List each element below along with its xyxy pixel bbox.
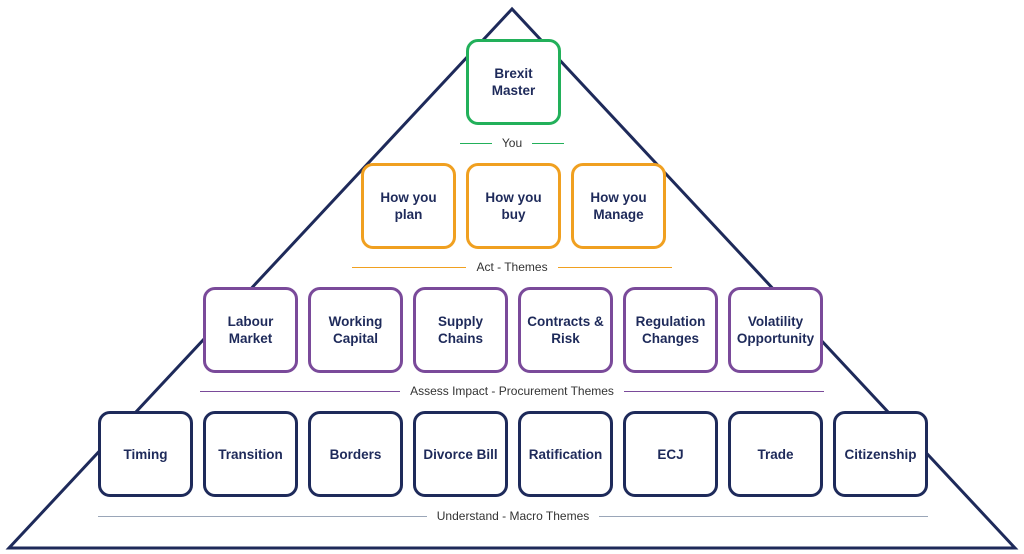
assess-label: Assess Impact - Procurement Themes xyxy=(410,384,614,398)
working-capital-box: Working Capital xyxy=(308,287,403,373)
act-separator: Act - Themes xyxy=(352,259,673,275)
ecj-box: ECJ xyxy=(623,411,718,497)
act-label: Act - Themes xyxy=(476,260,548,274)
regulation-changes-box: Regulation Changes xyxy=(623,287,718,373)
labour-market-box: Labour Market xyxy=(203,287,298,373)
volatility-opportunity-box: Volatility Opportunity xyxy=(728,287,823,373)
borders-box: Borders xyxy=(308,411,403,497)
transition-box: Transition xyxy=(203,411,298,497)
citizenship-box: Citizenship xyxy=(833,411,928,497)
trade-box: Trade xyxy=(728,411,823,497)
divorce-bill-box: Divorce Bill xyxy=(413,411,508,497)
brexit-master-box: Brexit Master xyxy=(466,39,561,125)
assess-separator: Assess Impact - Procurement Themes xyxy=(200,383,825,399)
contracts-risk-box: Contracts & Risk xyxy=(518,287,613,373)
supply-chains-box: Supply Chains xyxy=(413,287,508,373)
how-you-plan-box: How you plan xyxy=(361,163,456,249)
you-separator: You xyxy=(460,135,564,151)
timing-box: Timing xyxy=(98,411,193,497)
how-you-manage-box: How you Manage xyxy=(571,163,666,249)
understand-label: Understand - Macro Themes xyxy=(436,509,590,523)
you-label: You xyxy=(501,136,523,150)
how-you-buy-box: How you buy xyxy=(466,163,561,249)
ratification-box: Ratification xyxy=(518,411,613,497)
understand-separator: Understand - Macro Themes xyxy=(98,508,929,524)
